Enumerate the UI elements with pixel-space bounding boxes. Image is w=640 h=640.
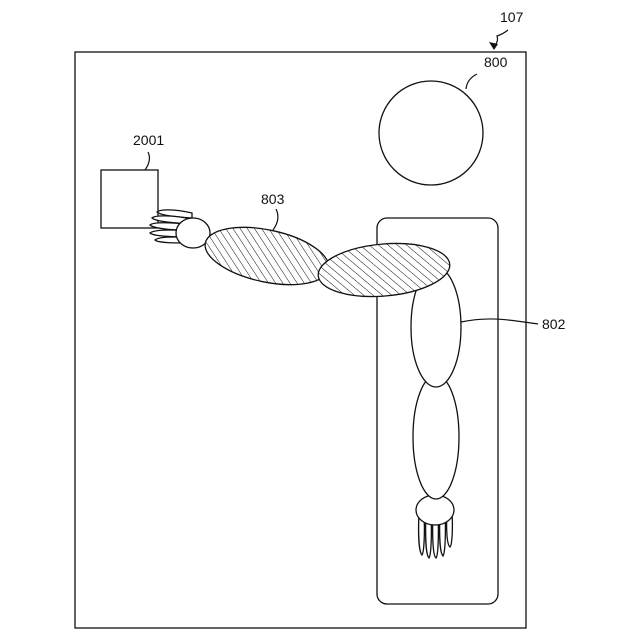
object-box <box>101 170 158 228</box>
raised-arm-forearm <box>200 217 334 294</box>
label-raised-arm: 803 <box>261 191 285 207</box>
label-lowered-arm: 802 <box>542 316 566 332</box>
label-device: 107 <box>500 9 524 25</box>
head-circle <box>379 81 483 185</box>
leader-raised-arm <box>273 209 278 230</box>
lowered-arm <box>411 267 461 558</box>
lowered-arm-forearm <box>413 375 459 499</box>
leader-head <box>466 74 477 89</box>
label-object: 2001 <box>133 132 164 148</box>
leader-object <box>145 152 149 170</box>
label-head: 800 <box>484 54 508 70</box>
